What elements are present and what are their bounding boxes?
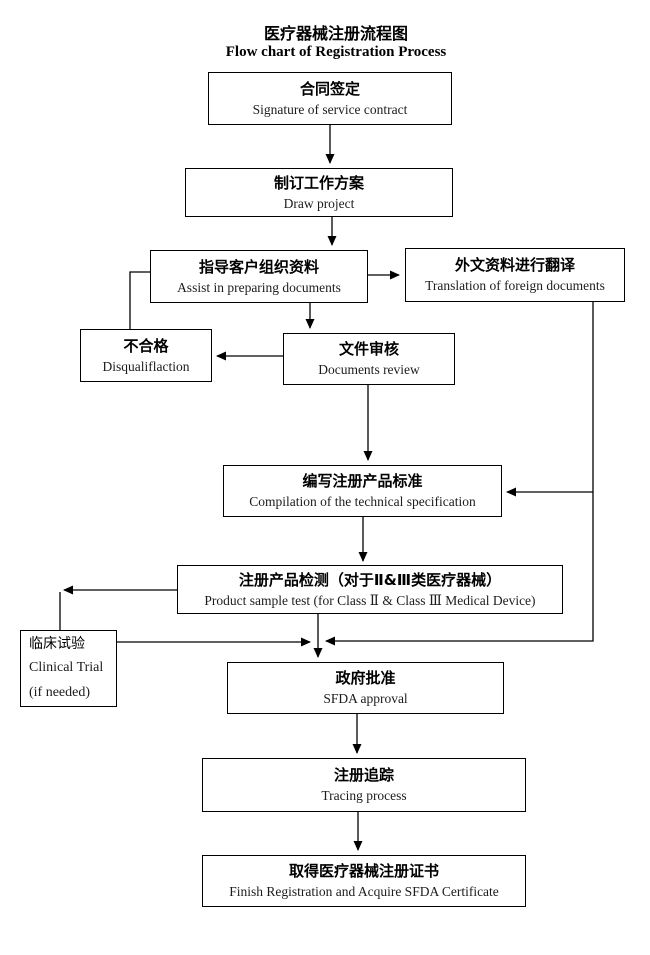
chart-title-cn: 医疗器械注册流程图 bbox=[263, 24, 409, 43]
node-disqualification-en: Disqualiflaction bbox=[102, 358, 190, 374]
node-sample-test-en: Product sample test (for Class Ⅱ & Class… bbox=[204, 592, 536, 608]
node-translation-en: Translation of foreign documents bbox=[425, 278, 605, 294]
node-assist-documents-cn: 指导客户组织资料 bbox=[198, 257, 319, 276]
node-assist-documents: 指导客户组织资料 Assist in preparing documents bbox=[150, 250, 368, 303]
node-compilation-specification: 编写注册产品标准 Compilation of the technical sp… bbox=[223, 465, 502, 517]
node-translation-cn: 外文资料进行翻译 bbox=[454, 256, 575, 275]
node-disqualification-cn: 不合格 bbox=[123, 336, 169, 355]
node-sfda-approval-cn: 政府批准 bbox=[335, 669, 396, 688]
node-contract-signing-en: Signature of service contract bbox=[252, 101, 408, 117]
node-draw-project: 制订工作方案 Draw project bbox=[185, 168, 453, 217]
node-sample-test-cn: 注册产品检测（对于Ⅱ&Ⅲ类医疗器械） bbox=[238, 570, 502, 589]
node-draw-project-cn: 制订工作方案 bbox=[273, 173, 364, 192]
node-tracing-process: 注册追踪 Tracing process bbox=[202, 758, 526, 812]
node-documents-review: 文件审核 Documents review bbox=[283, 333, 455, 385]
node-clinical-trial-cn: 临床试验 bbox=[29, 635, 85, 652]
node-acquire-certificate: 取得医疗器械注册证书 Finish Registration and Acqui… bbox=[202, 855, 526, 907]
node-clinical-trial-note: (if needed) bbox=[29, 684, 91, 700]
node-contract-signing: 合同签定 Signature of service contract bbox=[208, 72, 452, 125]
node-sfda-approval: 政府批准 SFDA approval bbox=[227, 662, 504, 714]
node-sfda-approval-en: SFDA approval bbox=[323, 691, 408, 707]
chart-title-en: Flow chart of Registration Process bbox=[225, 44, 447, 60]
node-translation: 外文资料进行翻译 Translation of foreign document… bbox=[405, 248, 625, 302]
node-documents-review-en: Documents review bbox=[318, 362, 420, 378]
node-assist-documents-en: Assist in preparing documents bbox=[177, 279, 341, 295]
node-draw-project-en: Draw project bbox=[283, 195, 355, 211]
node-clinical-trial-en: Clinical Trial bbox=[29, 660, 104, 676]
node-certificate-cn: 取得医疗器械注册证书 bbox=[288, 862, 439, 881]
node-certificate-en: Finish Registration and Acquire SFDA Cer… bbox=[229, 884, 499, 900]
node-tracing-en: Tracing process bbox=[321, 788, 407, 804]
node-documents-review-cn: 文件审核 bbox=[338, 340, 399, 359]
node-tracing-cn: 注册追踪 bbox=[333, 766, 394, 785]
node-compilation-en: Compilation of the technical specificati… bbox=[249, 494, 476, 510]
node-clinical-trial: 临床试验 Clinical Trial (if needed) bbox=[20, 630, 117, 707]
node-compilation-cn: 编写注册产品标准 bbox=[302, 472, 423, 491]
node-product-sample-test: 注册产品检测（对于Ⅱ&Ⅲ类医疗器械） Product sample test (… bbox=[177, 565, 563, 614]
line-assist-to-disqualification bbox=[129, 271, 150, 329]
node-contract-signing-cn: 合同签定 bbox=[299, 79, 360, 98]
node-disqualification: 不合格 Disqualiflaction bbox=[80, 329, 212, 382]
